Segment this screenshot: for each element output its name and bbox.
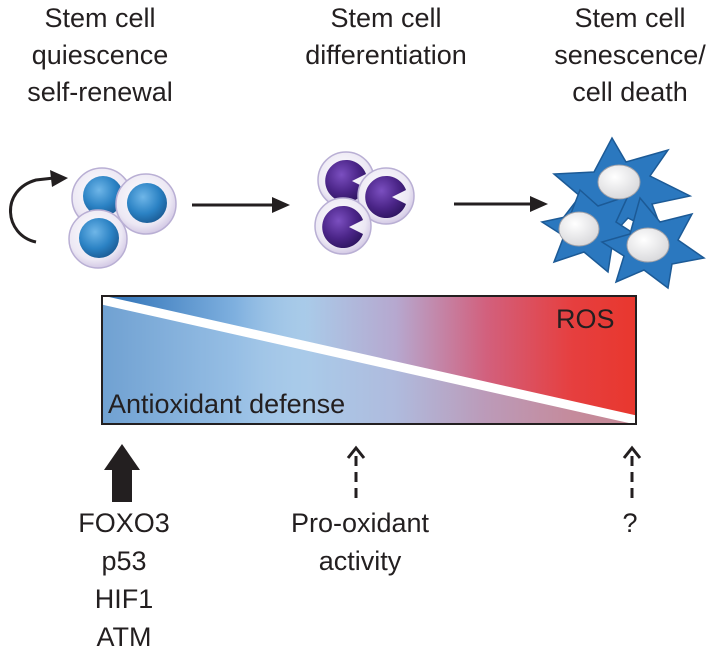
differentiating-cells-icon: [314, 151, 415, 255]
dashed-up-arrow-icon: [346, 445, 366, 502]
stage-label-line: Stem cell: [574, 3, 686, 33]
stage-label-line: quiescence: [31, 40, 169, 70]
label-line: Pro-oxidant: [290, 508, 430, 538]
senescent-cells-icon: [540, 136, 706, 290]
stage-label-line: self-renewal: [27, 77, 173, 107]
regulator-item: FOXO3: [78, 508, 170, 538]
label-line: ?: [622, 508, 638, 538]
stage-label-differentiation: Stem cell differentiation: [271, 0, 501, 74]
quiescent-cells-icon: [68, 167, 177, 269]
stage-label-line: Stem cell: [330, 3, 442, 33]
progression-arrow-icon: [454, 196, 548, 212]
dashed-up-arrow-icon: [622, 445, 642, 502]
regulator-item: ATM: [96, 622, 152, 652]
unknown-factor-label: ?: [600, 504, 660, 542]
stage-label-line: cell death: [572, 77, 688, 107]
pro-oxidant-activity-label: Pro-oxidant activity: [250, 504, 470, 580]
stage-label-line: Stem cell: [44, 3, 156, 33]
stage-label-line: differentiation: [305, 40, 467, 70]
label-line: activity: [318, 546, 402, 576]
stage-label-quiescence: Stem cell quiescence self-renewal: [0, 0, 215, 111]
regulators-list: FOXO3 p53 HIF1 ATM: [54, 504, 194, 656]
self-renewal-arrow-icon: [9, 170, 68, 244]
upregulation-arrow-icon: [104, 444, 140, 502]
ros-antioxidant-gradient-bar: [101, 295, 637, 425]
regulator-item: p53: [101, 546, 147, 576]
progression-arrow-icon: [192, 197, 290, 213]
stage-label-senescence: Stem cell senescence/ cell death: [515, 0, 719, 111]
antioxidant-defense-label: Antioxidant defense: [108, 389, 346, 419]
ros-label: ROS: [556, 304, 615, 334]
stage-label-line: senescence/: [554, 40, 706, 70]
regulator-item: HIF1: [94, 584, 154, 614]
